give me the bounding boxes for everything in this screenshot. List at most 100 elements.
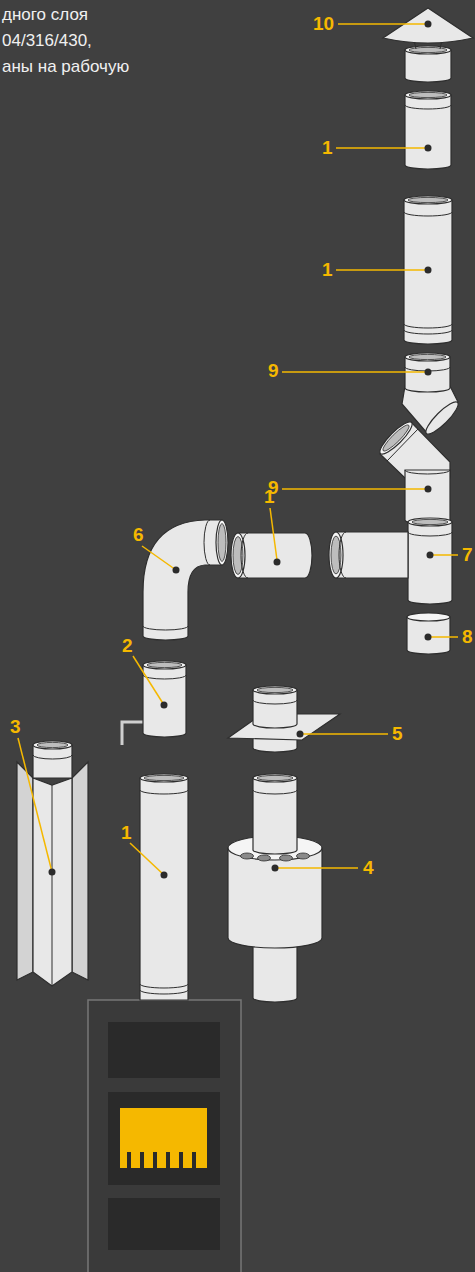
pipe-band [408,532,452,536]
ash-drawer [108,1198,220,1250]
pipe-band [140,790,188,794]
pipe-rim [407,613,450,621]
tank-body [228,848,322,948]
pipe-opening [218,524,226,562]
pipe-body [253,778,297,854]
pipe-band [339,532,346,578]
note-text: 04/316/430, [2,31,92,51]
leader-line [282,371,428,373]
pipe-opening [257,775,293,780]
water-tank [228,774,322,1002]
pipe-rim [405,353,450,361]
leader-line [133,656,164,705]
pipe-band [140,984,188,988]
callout-number: 2 [122,636,133,656]
tee-branch [336,532,408,578]
pipe-band [404,330,452,334]
leader-line [275,867,358,869]
leader-dot [425,267,432,274]
pipe-band [204,520,210,565]
cap-body [407,617,450,654]
callout-number: 8 [462,627,473,647]
elbow-45 [376,418,450,524]
grate [127,1152,196,1168]
leader-dot [272,865,279,872]
pipe [405,91,451,169]
callout-number: 1 [264,487,275,507]
tee-body [408,522,452,604]
pipe-band [241,533,248,578]
callout-number: 1 [322,260,333,280]
stove-door [108,1092,220,1185]
leader-line [428,636,458,638]
elbow-straight [405,470,450,524]
casing-fold [52,785,53,986]
leader-dot [425,21,432,28]
callout-number: 6 [133,525,144,545]
pipe-band [143,626,188,630]
pipe-opening [147,662,182,667]
pipe-body [404,200,452,344]
pipe-opening [409,92,447,97]
damper-pipe [122,661,186,745]
grate-bar [127,1152,131,1168]
stove-panel [108,1022,220,1078]
grate-bar [179,1152,183,1168]
leader-dot [49,869,56,876]
leader-line [338,23,428,25]
pipe-body [143,665,186,737]
callout-number: 4 [363,858,374,878]
leader-dot [425,369,432,376]
leader-dot [161,872,168,879]
pipe-body [253,690,297,728]
callout-number: 1 [322,138,333,158]
elbow-straight [405,357,450,392]
condensate-cap [407,613,450,654]
pipe-opening [409,47,447,52]
pipe-rim [33,741,72,749]
pipe-opening [257,687,293,692]
grate-bar [166,1152,170,1168]
pipe-body [140,778,188,1000]
leader-dot [297,731,304,738]
fire-window [120,1108,207,1168]
pipe-opening [380,422,411,453]
leader-dot [427,552,434,559]
leader-dot [425,634,432,641]
pipe-opening [409,354,446,359]
stove [88,1000,241,1272]
callout-number: 9 [268,361,279,381]
tank-hole [258,855,271,861]
pipe-band [404,212,452,216]
note-text: аны на рабочую [2,57,129,77]
casing-front [33,778,72,986]
pipe-band [404,324,452,328]
tee [329,518,452,604]
chimney-cap [383,8,473,82]
pipe-rim [216,520,228,565]
pipe-rim [404,196,452,204]
leader-line [130,843,164,875]
tank-hole [280,855,293,861]
pipe-opening [408,197,448,202]
stove-body [88,1000,241,1272]
cap-cone [383,8,473,43]
leader-line [336,147,428,149]
pipe-band [140,990,188,994]
casing-wing [17,762,33,980]
pipe-opening [37,742,68,747]
pipe-opening [412,519,448,524]
cap-collar [405,50,451,82]
elbow-body [143,520,222,640]
pipe-band [253,790,297,794]
pipe-band [387,429,418,461]
callout-number: 1 [121,823,132,843]
elbow-90 [143,520,228,640]
leader-line [270,508,277,560]
leader-line [430,554,458,556]
pipe-band [33,755,72,759]
pipe-band [405,470,450,474]
pipe [140,774,188,1000]
pipe-band [253,700,297,704]
